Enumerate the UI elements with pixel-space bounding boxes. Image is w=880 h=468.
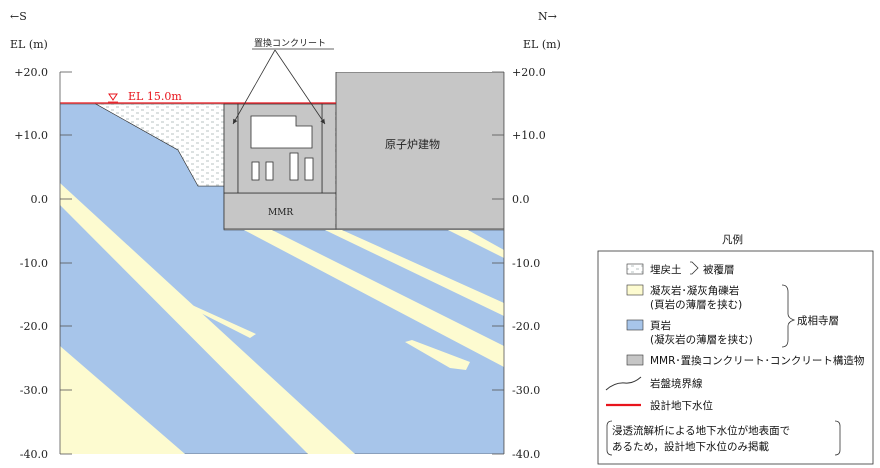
structure-openings <box>250 115 314 181</box>
legend-tuff-label-2: (頁岩の薄層を挟む) <box>650 298 742 311</box>
legend-shale-swatch <box>626 319 644 331</box>
y-tick-label: -20.0 <box>20 320 48 333</box>
reactor-building <box>335 72 504 230</box>
legend-structure-label: MMR･置換コンクリート･コンクリート構造物 <box>650 354 864 367</box>
y-tick-label: -30.0 <box>512 384 540 397</box>
legend-title: 凡例 <box>722 233 743 246</box>
legend-note-line-2: あるため，設計地下水位のみ掲載 <box>612 440 769 453</box>
legend-frame <box>597 250 874 465</box>
mmr-label: MMR <box>268 208 293 218</box>
y-tick-label: -20.0 <box>512 320 540 333</box>
y-tick-label: -30.0 <box>20 384 48 397</box>
y-tick-label: +10.0 <box>512 129 546 142</box>
legend-cover-layer-label: 被覆層 <box>703 263 735 276</box>
y-tick-label: +10.0 <box>14 129 48 142</box>
legend-formation-label: 成相寺層 <box>797 314 839 327</box>
legend-shale-label-1: 頁岩 <box>650 319 671 332</box>
right-tick-labels: +20.0 +10.0 0.0 -10.0 -20.0 -30.0 -40.0 <box>512 66 546 461</box>
callout-arrow-left <box>232 49 276 125</box>
south-direction-label: ←S <box>10 10 27 23</box>
axes <box>59 71 505 455</box>
legend-bedrock-boundary-label: 岩盤境界線 <box>650 377 703 390</box>
y-tick-label: 0.0 <box>512 193 530 206</box>
y-tick-label: +20.0 <box>512 66 546 79</box>
replacement-concrete-right <box>321 103 337 194</box>
y-tick-label: -40.0 <box>20 448 48 461</box>
legend-note-line-1: 浸透流解析による地下水位が地表面で <box>612 424 790 437</box>
y-tick-label: 0.0 <box>31 193 49 206</box>
y-tick-label: -10.0 <box>512 257 540 270</box>
reactor-building-label: 原子炉建物 <box>385 137 440 151</box>
replacement-concrete-callout-box <box>251 35 335 49</box>
y-tick-label: -10.0 <box>20 257 48 270</box>
note-bracket-left <box>606 420 613 456</box>
water-level-label: EL 15.0m <box>128 90 182 103</box>
replacement-concrete-left <box>223 103 239 194</box>
mmr-block <box>223 192 337 230</box>
right-axis-unit: EL (m) <box>523 38 561 51</box>
formation-brace <box>781 284 796 348</box>
left-axis-unit: EL (m) <box>10 38 48 51</box>
left-tick-labels: +20.0 +10.0 0.0 -10.0 -20.0 -30.0 -40.0 <box>14 66 48 461</box>
legend-design-gwl-label: 設計地下水位 <box>650 399 713 412</box>
legend-tuff-swatch <box>626 284 644 296</box>
tuff-bands <box>60 183 504 454</box>
y-tick-label: -40.0 <box>512 448 540 461</box>
y-tick-label: +20.0 <box>14 66 48 79</box>
legend-bedrock-line-icon <box>605 376 642 391</box>
backfill-soil <box>94 103 225 187</box>
legend-fill-label: 埋戻土 <box>650 263 682 276</box>
callout-arrow-right <box>274 49 326 125</box>
legend-fill-swatch <box>626 263 644 275</box>
replacement-concrete-label: 置換コンクリート <box>254 37 326 49</box>
legend-shale-label-2: (凝灰岩の薄層を挟む) <box>650 333 753 346</box>
water-level-symbol <box>108 93 118 103</box>
legend: 凡例 埋戻土 被覆層 凝灰岩･凝灰角礫岩 (頁岩の薄層を挟む) 頁岩 (凝灰岩の… <box>597 233 874 465</box>
legend-tuff-label-1: 凝灰岩･凝灰角礫岩 <box>650 284 739 297</box>
note-bracket-right <box>834 420 841 456</box>
legend-structure-swatch <box>626 354 644 366</box>
north-direction-label: N→ <box>538 10 557 23</box>
